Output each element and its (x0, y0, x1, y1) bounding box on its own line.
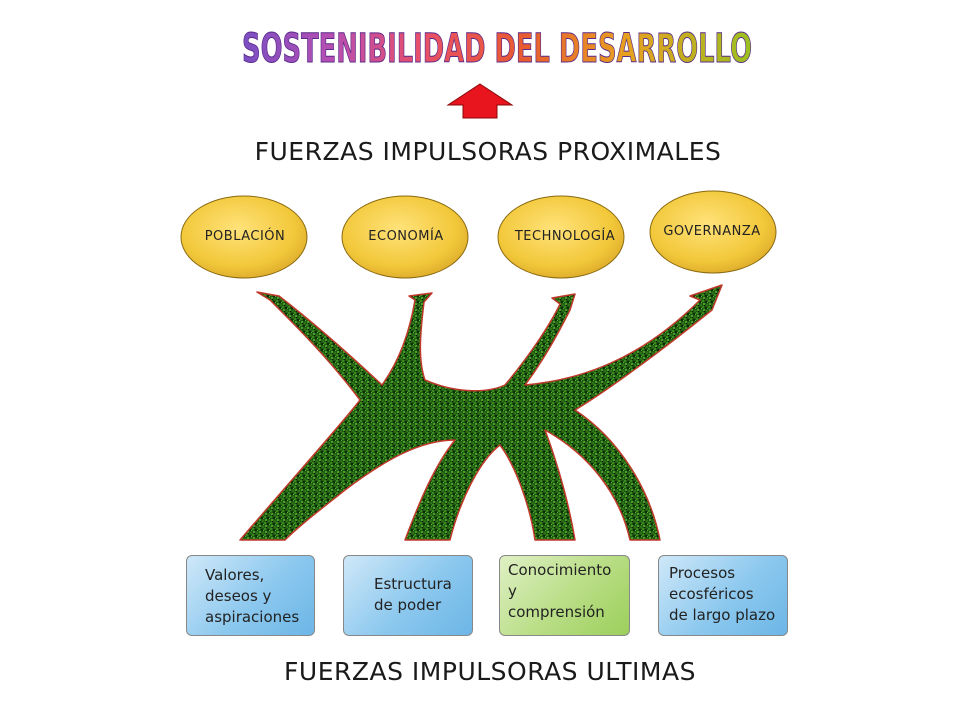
heading-ultimate: FUERZAS IMPULSORAS ULTIMAS (284, 657, 696, 686)
driving-forces-network (239, 284, 723, 541)
box-conocimiento-line-1: Conocimiento (508, 561, 612, 579)
label-poblacion: POBLACIÓN (204, 229, 286, 244)
box-procesos: Procesos ecosféricos de largo plazo (658, 555, 788, 636)
label-governanza: GOVERNANZA (663, 224, 761, 239)
up-arrow-icon (446, 83, 514, 119)
label-economia: ECONOMÍA (368, 229, 444, 244)
label-technologia: TECHNOLOGÍA (514, 229, 616, 244)
box-valores-line-2: deseos y (205, 587, 272, 605)
box-valores-line-1: Valores, (205, 566, 265, 584)
box-valores: Valores, deseos y aspiraciones (186, 555, 315, 636)
box-conocimiento-line-2: y (508, 582, 517, 600)
ellipse-governanza (649, 190, 777, 274)
ellipse-technologia (497, 195, 625, 279)
ellipse-poblacion (180, 195, 308, 279)
heading-proximal: FUERZAS IMPULSORAS PROXIMALES (254, 137, 722, 166)
box-procesos-line-3: de largo plazo (669, 606, 776, 624)
box-estructura-line-2: de poder (374, 596, 442, 614)
box-procesos-line-1: Procesos (669, 564, 736, 582)
box-procesos-line-2: ecosféricos (669, 585, 754, 603)
box-estructura: Estructura de poder (343, 555, 473, 636)
diagram-title: SOSTENIBILIDAD DEL DESARROLLO (242, 26, 752, 72)
box-estructura-line-1: Estructura (374, 575, 452, 593)
box-conocimiento-line-3: comprensión (508, 603, 605, 621)
box-conocimiento: Conocimiento y comprensión (499, 555, 630, 636)
ellipse-economia (341, 195, 469, 279)
box-valores-line-3: aspiraciones (205, 608, 300, 626)
